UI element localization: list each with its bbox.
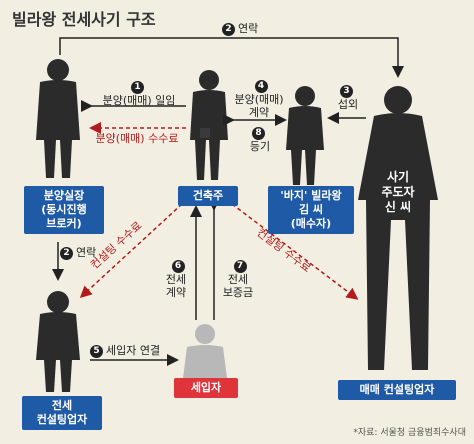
step-number: 1 xyxy=(131,80,144,94)
consult-jeonse-silhouette xyxy=(36,291,80,392)
tenant-box: 세입자 xyxy=(174,378,238,398)
step-text: 섭외 xyxy=(337,97,359,111)
step-text: 연락 xyxy=(76,246,97,259)
arrow-step2-top xyxy=(59,37,404,78)
step-number: 4 xyxy=(254,79,268,93)
step-number: 8 xyxy=(252,126,265,140)
mastermind-silhouette xyxy=(358,86,438,370)
consult-sale-box: 매매 컨설팅업자 xyxy=(338,380,456,400)
consult-jeonse-box: 전세 컨설팅업자 xyxy=(22,396,102,430)
step-number: 3 xyxy=(340,84,353,98)
step-number: 2 xyxy=(222,22,235,36)
step-number: 7 xyxy=(233,259,247,273)
step-text: 분양(매매) 일임 xyxy=(102,93,176,107)
step-text: 연락 xyxy=(238,22,259,35)
builder-box: 건축주 xyxy=(178,186,238,206)
step1-label: 1 분양(매매) 일임 xyxy=(92,80,186,107)
step-text: 전세 계약 xyxy=(165,272,187,299)
mastermind-label: 사기 주도자 신 씨 xyxy=(381,170,415,214)
step-text: 등기 xyxy=(249,139,271,153)
sales-manager-silhouette xyxy=(36,59,80,178)
step-text: 전세 보증금 xyxy=(222,272,254,299)
step-number: 2 xyxy=(60,246,73,260)
builder-silhouette xyxy=(190,70,228,180)
arrow-fee-right xyxy=(231,203,359,300)
step-text: 세입자 연결 xyxy=(106,344,161,357)
step-number: 6 xyxy=(171,259,185,273)
source-note: *자료: 서울청 금융범죄수사대 xyxy=(353,428,466,438)
villa-king-silhouette xyxy=(286,86,324,185)
sales-manager-box: 분양실장 (동시진행 브로커) xyxy=(24,186,104,234)
villa-king-box: '바지' 빌라왕 김 씨 (매수자) xyxy=(268,186,354,234)
step1-fee-label: 분양(매매) 수수료 xyxy=(95,132,179,145)
step-number: 5 xyxy=(90,344,103,358)
arrow-fee-left xyxy=(79,203,183,299)
step-text: 분양(매매) 계약 xyxy=(234,92,284,119)
tenant-silhouette xyxy=(183,324,227,378)
diagram-title: 빌라왕 전세사기 구조 xyxy=(12,10,156,29)
